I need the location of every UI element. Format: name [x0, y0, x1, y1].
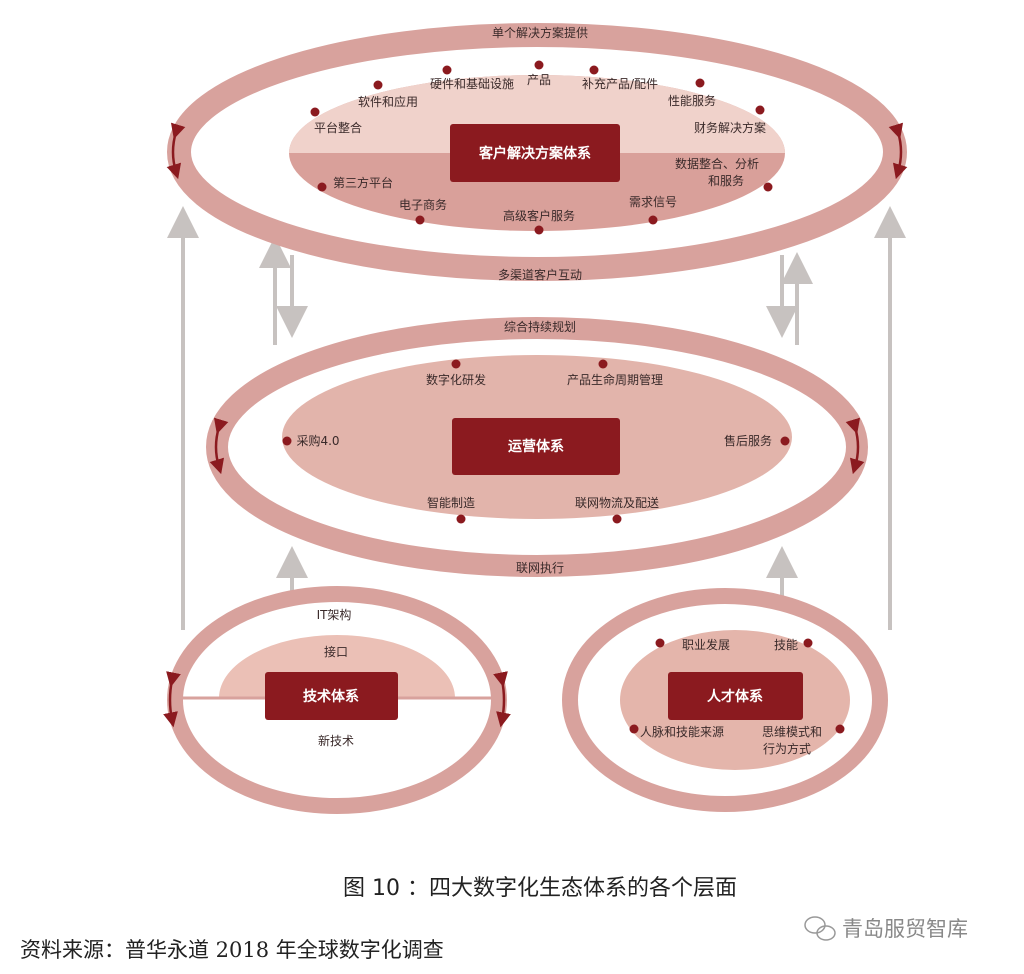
node-label: 平台整合 — [314, 120, 362, 135]
node-label: 技能 — [774, 638, 798, 652]
node-label: 电子商务 — [399, 197, 447, 212]
node-label: 职业发展 — [682, 637, 730, 652]
box-title: 技术体系 — [303, 688, 359, 705]
operations-box — [452, 418, 620, 475]
node-label: 需求信号 — [629, 195, 677, 209]
node-label: 售后服务 — [724, 433, 772, 448]
node-dots — [310, 60, 773, 235]
node-label: 财务解决方案 — [694, 120, 766, 135]
source-note: 资料来源：普华永道 2018 年全球数字化调查 — [20, 938, 444, 962]
node-label: 数字化研发 — [426, 372, 486, 387]
node-label: 产品 — [527, 73, 551, 87]
upper-label: 接口 — [324, 644, 348, 659]
cycle-arrow-icon — [166, 122, 186, 180]
talent-layer: 人才体系 职业发展 技能 人脉和技能来源 思维模式和 行为方式 — [562, 588, 888, 812]
node-label: 采购4.0 — [296, 433, 339, 448]
technology-box — [265, 672, 398, 720]
cycle-arrow-icon — [845, 417, 865, 475]
node-label: 硬件和基础设施 — [430, 77, 514, 91]
customer-solution-layer: 单个解决方案提供 多渠道客户互动 客户解决方案体系 平台整合 软件和应用 硬件和… — [166, 23, 908, 282]
technology-layer: IT架构 接口 新技术 技术体系 — [163, 586, 511, 814]
node-label: 思维模式和 — [762, 725, 822, 739]
ring-label-top: 综合持续规划 — [504, 319, 576, 334]
node-label: 人脉和技能来源 — [640, 724, 724, 739]
node-label: 第三方平台 — [333, 175, 393, 190]
connector-arrows — [167, 206, 906, 630]
cycle-arrow-icon — [493, 671, 511, 728]
cycle-arrow-icon — [163, 671, 181, 728]
node-label: 软件和应用 — [358, 94, 418, 109]
ring-label-bottom: 联网执行 — [516, 561, 564, 575]
node-dots — [629, 638, 845, 734]
customer-solution-box — [450, 124, 620, 182]
lower-label: 新技术 — [318, 733, 354, 748]
node-label: 产品生命周期管理 — [567, 372, 663, 387]
ring-label-bottom: 多渠道客户互动 — [498, 267, 582, 282]
ring-label-top: IT架构 — [317, 607, 352, 622]
watermark: 青岛服贸智库 — [842, 917, 968, 941]
talent-box — [668, 672, 803, 720]
node-label: 智能制造 — [427, 495, 475, 510]
cycle-arrow-icon — [888, 122, 908, 180]
box-title: 人才体系 — [707, 688, 763, 705]
operations-layer: 综合持续规划 联网执行 运营体系 数字化研发 产品生命周期管理 采购4.0 售后… — [206, 317, 868, 577]
node-label: 联网物流及配送 — [575, 495, 659, 510]
figure-caption: 图 10 ：四大数字化生态体系的各个层面 — [343, 876, 737, 901]
box-title: 运营体系 — [508, 438, 564, 455]
cycle-arrow-icon — [209, 417, 229, 475]
box-title: 客户解决方案体系 — [478, 145, 591, 162]
node-label: 高级客户服务 — [503, 208, 575, 223]
node-dots — [282, 359, 790, 524]
ring-label-top: 单个解决方案提供 — [492, 25, 588, 40]
node-label: 性能服务 — [668, 93, 716, 108]
node-label: 补充产品/配件 — [582, 76, 658, 91]
wechat-icon — [804, 916, 836, 941]
node-label: 和服务 — [708, 173, 744, 188]
node-label: 行为方式 — [763, 741, 811, 756]
node-label: 数据整合、分析 — [675, 156, 759, 171]
